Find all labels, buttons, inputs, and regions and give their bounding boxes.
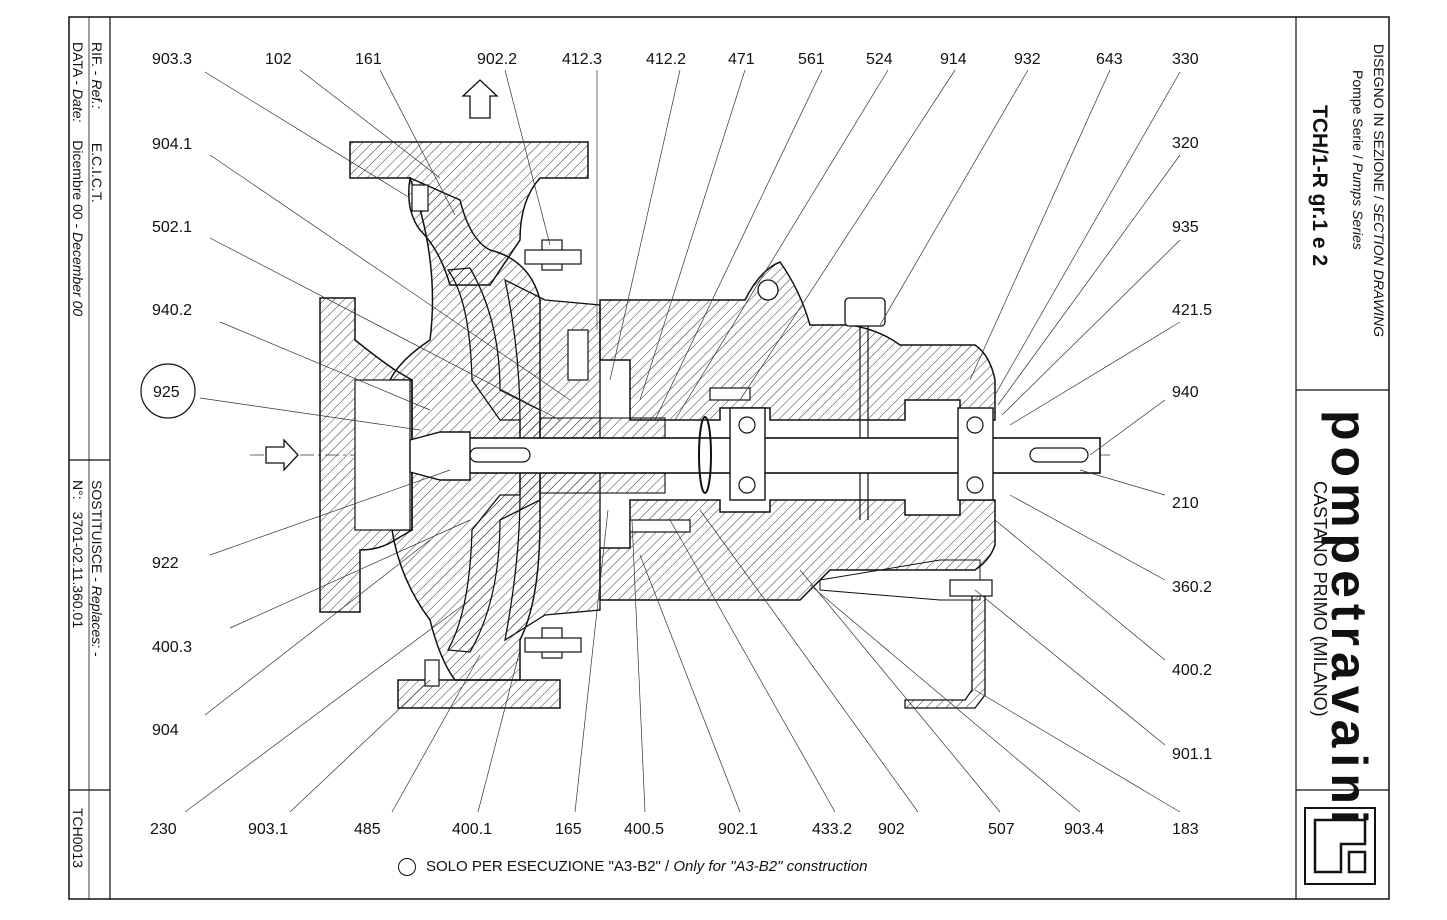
part-label: 902 — [878, 821, 905, 838]
travaini-logo — [1304, 807, 1376, 885]
part-label: 561 — [798, 51, 825, 68]
part-label: 360.2 — [1172, 579, 1212, 596]
part-label: 903.1 — [248, 821, 288, 838]
part-labels-top: 903.3 102 161 902.2 412.3 412.2 471 561 … — [152, 51, 1199, 68]
flow-arrows — [265, 79, 499, 472]
part-label: 165 — [555, 821, 582, 838]
pump-bearing-rear — [957, 407, 994, 501]
part-label: 471 — [728, 51, 755, 68]
construction-note: SOLO PER ESECUZIONE "A3-B2" / Only for "… — [398, 858, 868, 877]
drawing-title: DISEGNO IN SEZIONE / SECTION DRAWING — [1371, 44, 1387, 337]
drawing-code: TCH0013 — [70, 808, 86, 868]
replaces-field: SOSTITUISCE - Replaces: - — [89, 480, 105, 657]
model-title: TCH/1-R gr.1 e 2 — [1308, 105, 1331, 267]
part-label: 922 — [152, 555, 179, 572]
part-label: 485 — [354, 821, 381, 838]
part-label: 902.1 — [718, 821, 758, 838]
part-label: 161 — [355, 51, 382, 68]
part-label: 210 — [1172, 495, 1199, 512]
pump-shaft — [409, 407, 1101, 501]
part-label: 904 — [152, 722, 179, 739]
part-label: 320 — [1172, 135, 1199, 152]
discharge-arrow-icon — [461, 79, 499, 119]
series-title: Pompe Serie / Pumps Series — [1350, 70, 1366, 250]
part-labels-bottom: 230 903.1 485 400.1 165 400.5 902.1 433.… — [150, 821, 1199, 838]
part-label: 925 — [153, 384, 180, 401]
part-label: 902.2 — [477, 51, 517, 68]
part-label: 412.2 — [646, 51, 686, 68]
pump-bearing-front — [729, 407, 766, 501]
part-label: 903.3 — [152, 51, 192, 68]
part-label: 901.1 — [1172, 746, 1212, 763]
part-label: 183 — [1172, 821, 1199, 838]
ref-field: RIF. - Ref.: E.C.I.C.T. — [89, 42, 105, 203]
part-label: 330 — [1172, 51, 1199, 68]
sheet-border — [68, 16, 1390, 900]
part-label: 102 — [265, 51, 292, 68]
part-label: 421.5 — [1172, 302, 1212, 319]
leader-lines — [184, 69, 1181, 813]
part-label: 412.3 — [562, 51, 602, 68]
part-label: 400.2 — [1172, 662, 1212, 679]
part-label: 433.2 — [812, 821, 852, 838]
part-label: 914 — [940, 51, 967, 68]
part-label: 940 — [1172, 384, 1199, 401]
part-label: 904.1 — [152, 136, 192, 153]
part-label: 400.5 — [624, 821, 664, 838]
part-label: 935 — [1172, 219, 1199, 236]
note-en: Only for "A3-B2" construction — [673, 858, 868, 875]
suction-arrow-icon — [265, 438, 299, 472]
part-label: 502.1 — [152, 219, 192, 236]
bolts — [411, 184, 993, 687]
part-labels-right: 320 935 421.5 940 210 360.2 400.2 901.1 — [1172, 135, 1212, 763]
circled-part-marker — [140, 363, 196, 419]
date-field: DATA - Date: Dicembre 00 - December 00 — [70, 42, 86, 317]
note-it: SOLO PER ESECUZIONE "A3-B2" / — [426, 858, 674, 875]
part-label: 507 — [988, 821, 1015, 838]
part-label: 940.2 — [152, 302, 192, 319]
part-label: 903.4 — [1064, 821, 1104, 838]
part-label: 400.3 — [152, 639, 192, 656]
part-label: 643 — [1096, 51, 1123, 68]
circle-marker-icon — [398, 858, 416, 877]
part-label: 400.1 — [452, 821, 492, 838]
part-label: 932 — [1014, 51, 1041, 68]
company-location: CASTANO PRIMO (MILANO) — [1310, 481, 1330, 717]
part-labels-left: 904.1 502.1 940.2 925 922 400.3 904 — [152, 136, 192, 739]
part-label: 524 — [866, 51, 893, 68]
number-field: N°:3701-02.11.360.01 — [70, 480, 86, 629]
part-label: 230 — [150, 821, 177, 838]
